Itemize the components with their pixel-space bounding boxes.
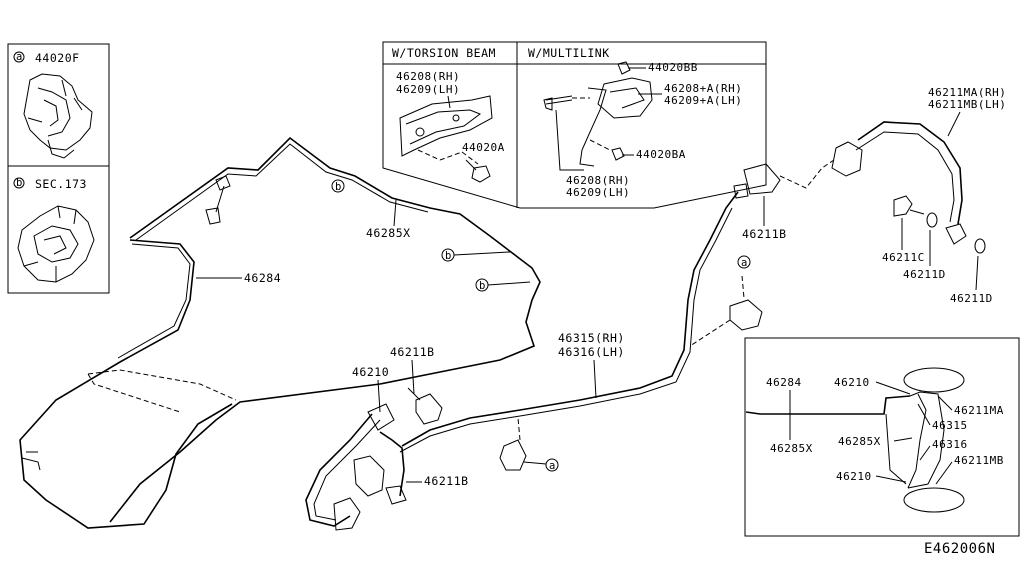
label-46285x: 46285X [366, 226, 411, 240]
bolt-44020bb-icon [617, 61, 631, 75]
label-46211b-right: 46211B [742, 227, 787, 241]
inset-panel-sec173: b SEC.173 [7, 165, 110, 294]
ov-label-46285x: 46285X [770, 442, 813, 455]
label-46315-rh: 46315(RH) [558, 331, 625, 345]
ov-label-46210-bot: 46210 [836, 470, 872, 483]
ml-part-a-lh: 46209+A(LH) [664, 94, 742, 107]
tb-bolt-44020a: 44020A [462, 141, 505, 154]
bolt-46211c-icon [893, 195, 925, 217]
ml-part-a-rh: 46208+A(RH) [664, 82, 742, 95]
brake-tube-46285x [109, 136, 541, 523]
clip-46211b-upper [407, 387, 443, 425]
clip-44020f-illustration [23, 73, 93, 159]
label-46211d-1: 46211D [903, 268, 946, 281]
tb-part-lh: 46209(LH) [396, 83, 460, 96]
ov-label-46211ma: 46211MA [954, 404, 1004, 417]
torsion-beam-bracket-illustration [399, 95, 493, 165]
ov-label-46315: 46315 [932, 419, 968, 432]
vehicle-overview-panel: 46284 46285X 46210 46211MA 46315 46285X … [744, 337, 1020, 537]
ov-label-46210-top: 46210 [834, 376, 870, 389]
label-46284: 46284 [244, 271, 281, 285]
bolt-44020a-icon [465, 159, 491, 183]
inset-panel-44020f: a 44020F [7, 43, 110, 167]
multilink-title: W/MULTILINK [528, 46, 610, 60]
inset-b-section: SEC.173 [35, 177, 87, 191]
hose-end-fitting-icon [945, 223, 967, 245]
ml-bolt-44020ba: 44020BA [636, 148, 686, 161]
clip-46211b-right [733, 163, 781, 199]
label-46211b-upper: 46211B [390, 345, 435, 359]
clip-sec173-illustration [17, 205, 95, 283]
hose-bracket-center [499, 417, 547, 471]
label-46211d-2: 46211D [950, 292, 993, 305]
washer-46211d-1-icon [926, 212, 938, 228]
label-46210: 46210 [352, 365, 389, 379]
flex-hose-46211ma-mb [831, 121, 963, 225]
ov-label-46211mb: 46211MB [954, 454, 1004, 467]
marker-a-right: a [737, 255, 751, 269]
marker-b-1: b [331, 179, 345, 193]
ml-part-lh: 46209(LH) [566, 186, 630, 199]
hose-bracket-right [689, 275, 763, 347]
brake-tube-46284 [19, 239, 233, 529]
inset-a-marker: a [16, 51, 23, 63]
diagram-id: E462006N [924, 541, 995, 557]
label-46211c: 46211C [882, 251, 925, 264]
clip-46211b-lower [353, 455, 407, 505]
svg-text:b: b [335, 181, 342, 193]
svg-text:b: b [479, 280, 486, 292]
label-46211mb-lh: 46211MB(LH) [928, 98, 1006, 111]
multilink-bracket-illustration [543, 77, 653, 171]
inset-b-marker: b [16, 177, 23, 189]
ml-part-rh: 46208(RH) [566, 174, 630, 187]
svg-text:a: a [741, 257, 748, 269]
tb-part-rh: 46208(RH) [396, 70, 460, 83]
label-46211b-lower: 46211B [424, 474, 469, 488]
torsion-beam-title: W/TORSION BEAM [392, 46, 496, 60]
svg-text:b: b [445, 250, 452, 262]
tube-clip-upper [205, 175, 231, 225]
label-46211ma-rh: 46211MA(RH) [928, 86, 1006, 99]
variant-detail-panel: W/TORSION BEAM W/MULTILINK 46208(RH) 462… [382, 41, 767, 209]
brake-hose-46315-46316 [379, 191, 739, 497]
marker-b-3: b [475, 278, 531, 292]
washer-46211d-2-icon [974, 238, 986, 254]
ov-label-46285x-r: 46285X [838, 435, 881, 448]
tube-routing-dashed [87, 369, 237, 413]
svg-text:a: a [549, 460, 556, 472]
ov-label-46316: 46316 [932, 438, 968, 451]
inset-a-part-number: 44020F [35, 51, 80, 65]
label-46316-lh: 46316(LH) [558, 345, 625, 359]
ml-bolt-44020bb: 44020BB [648, 61, 698, 74]
bolt-44020ba-icon [611, 147, 625, 161]
marker-a-center: a [545, 458, 559, 472]
marker-b-2: b [441, 248, 511, 262]
hose-routing-dashed [779, 159, 835, 189]
ov-label-46284: 46284 [766, 376, 802, 389]
